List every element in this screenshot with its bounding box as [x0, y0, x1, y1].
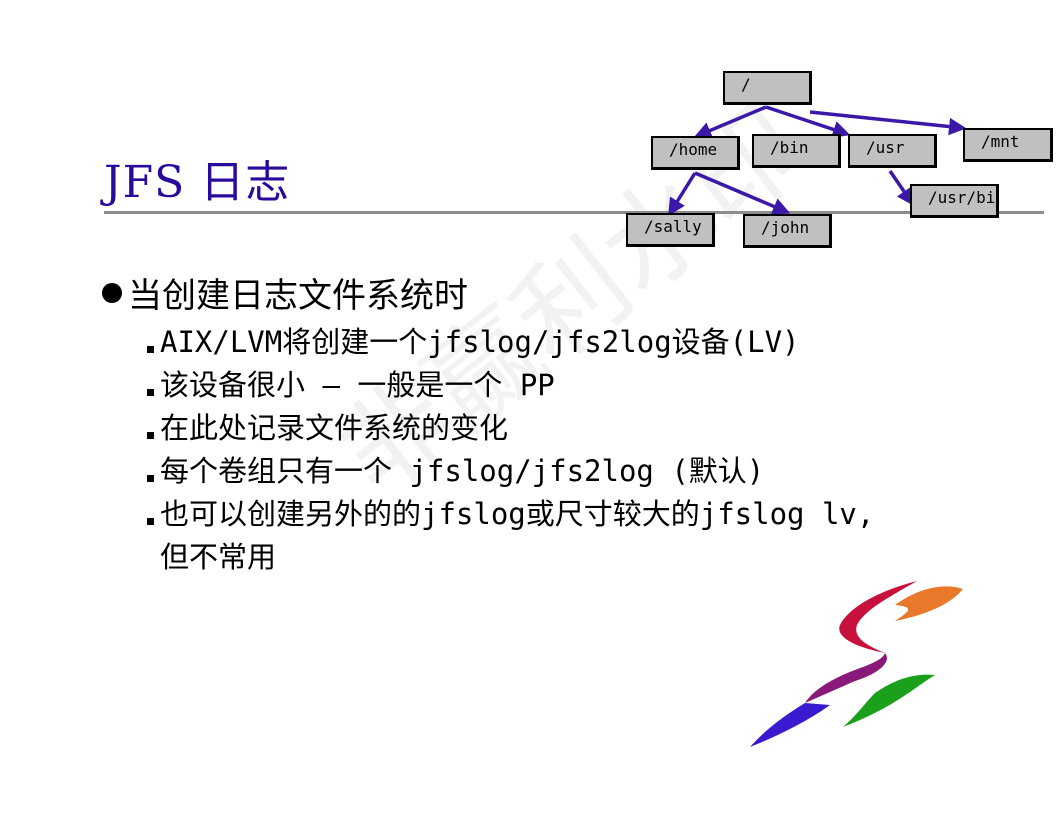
sub-bullet-text: 该设备很小 – 一般是一个 PP — [160, 368, 555, 402]
sub-bullet-text: AIX/LVM将创建一个jfslog/jfs2log设备(LV) — [160, 325, 800, 359]
sub-bullet-text: 在此处记录文件系统的变化 — [160, 411, 509, 445]
tree-node-mnt: /mnt — [963, 128, 1053, 162]
bullet-list: 当创建日志文件系统时 AIX/LVM将创建一个jfslog/jfs2log设备(… — [100, 268, 1000, 579]
sub-bullet: 该设备很小 – 一般是一个 PP — [100, 364, 1000, 407]
square-bullet-icon — [147, 346, 154, 353]
title-divider — [104, 211, 1044, 214]
square-bullet-icon — [147, 389, 154, 396]
edge-root-usr — [765, 105, 851, 138]
tree-node-home: /home — [651, 136, 740, 170]
main-bullet-text: 当创建日志文件系统时 — [128, 276, 468, 316]
sub-bullet: 也可以创建另外的的jfslog或尺寸较大的jfslog lv, — [100, 493, 1000, 536]
edge-root-home — [693, 105, 767, 139]
main-bullet: 当创建日志文件系统时 — [100, 268, 1000, 317]
edge-home-sally — [668, 172, 697, 216]
brush-s-logo — [750, 581, 963, 747]
tree-node-john: /john — [743, 214, 832, 248]
slide-title: JFS 日志 — [104, 157, 291, 208]
sub-bullet: 在此处记录文件系统的变化 — [100, 407, 1000, 450]
edge-home-john — [694, 171, 791, 215]
sub-bullet-text: 也可以创建另外的的jfslog或尺寸较大的jfslog lv, — [160, 497, 875, 531]
bullet-dot-icon — [102, 282, 122, 303]
square-bullet-icon — [147, 518, 154, 525]
tree-node-usr-bin: /usr/bin — [910, 184, 999, 218]
tree-node-sally: /sally — [626, 213, 715, 247]
edge-root-mnt — [809, 110, 967, 136]
tree-node-bin: /bin — [752, 134, 841, 168]
sub-bullet: 每个卷组只有一个 jfslog/jfs2log (默认) — [100, 450, 1000, 493]
edge-usr-usrbin — [888, 170, 914, 206]
square-bullet-icon — [147, 475, 154, 482]
sub-bullet-continuation: 但不常用 — [160, 540, 277, 574]
sub-bullet-text: 每个卷组只有一个 jfslog/jfs2log (默认) — [160, 454, 765, 488]
tree-node-root: / — [723, 71, 812, 105]
sub-bullet: AIX/LVM将创建一个jfslog/jfs2log设备(LV) — [100, 321, 1000, 364]
square-bullet-icon — [147, 432, 154, 439]
tree-node-usr: /usr — [848, 134, 937, 168]
